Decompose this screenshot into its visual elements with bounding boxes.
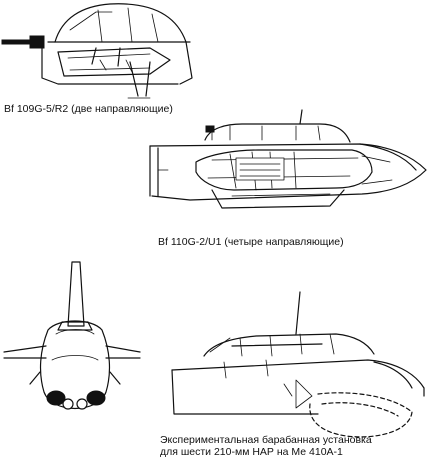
caption-bf110: Bf 110G-2/U1 (четыре направляющие): [158, 236, 344, 248]
caption-bf109: Bf 109G-5/R2 (две направляющие): [4, 103, 173, 115]
caption-me410: Экспериментальная барабанная установка д…: [160, 434, 372, 458]
me410-fuselage: [171, 291, 425, 438]
caption-me410-line2: для шести 210-мм НАР на Ме 410А-1: [160, 446, 343, 458]
bf110-fuselage: [149, 109, 427, 209]
caption-me410-line1: Экспериментальная барабанная установка: [160, 434, 372, 446]
bf109-fuselage: [1, 3, 193, 99]
front-view-aircraft: [3, 261, 141, 410]
